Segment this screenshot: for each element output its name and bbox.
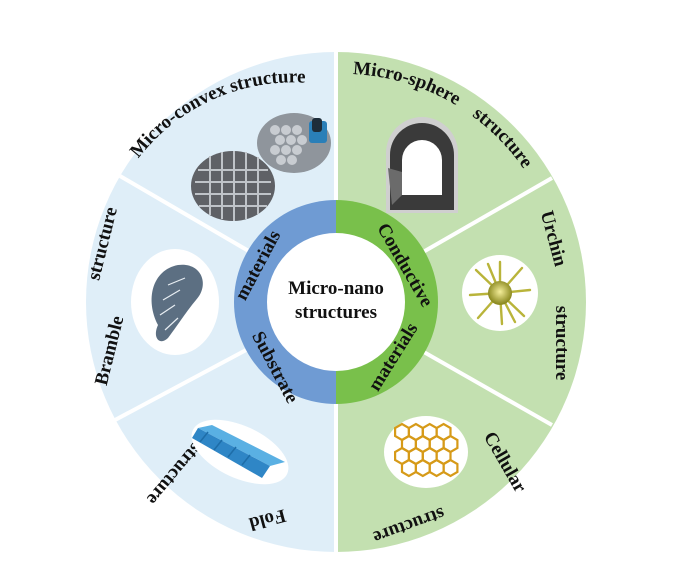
fold-image: [191, 419, 289, 485]
cellular-image: [384, 416, 468, 488]
bramble-image: [131, 249, 219, 355]
center-title-line1: Micro-nano: [288, 278, 384, 299]
micro-sphere-image: [386, 117, 458, 213]
honeycomb-cell: [442, 458, 459, 478]
micro-convex-image: [191, 113, 331, 221]
urchin-image: [462, 255, 538, 331]
label-urchin-structure: structure: [551, 306, 572, 381]
center-circle: [267, 233, 405, 371]
center-title-line2: structures: [295, 302, 377, 323]
